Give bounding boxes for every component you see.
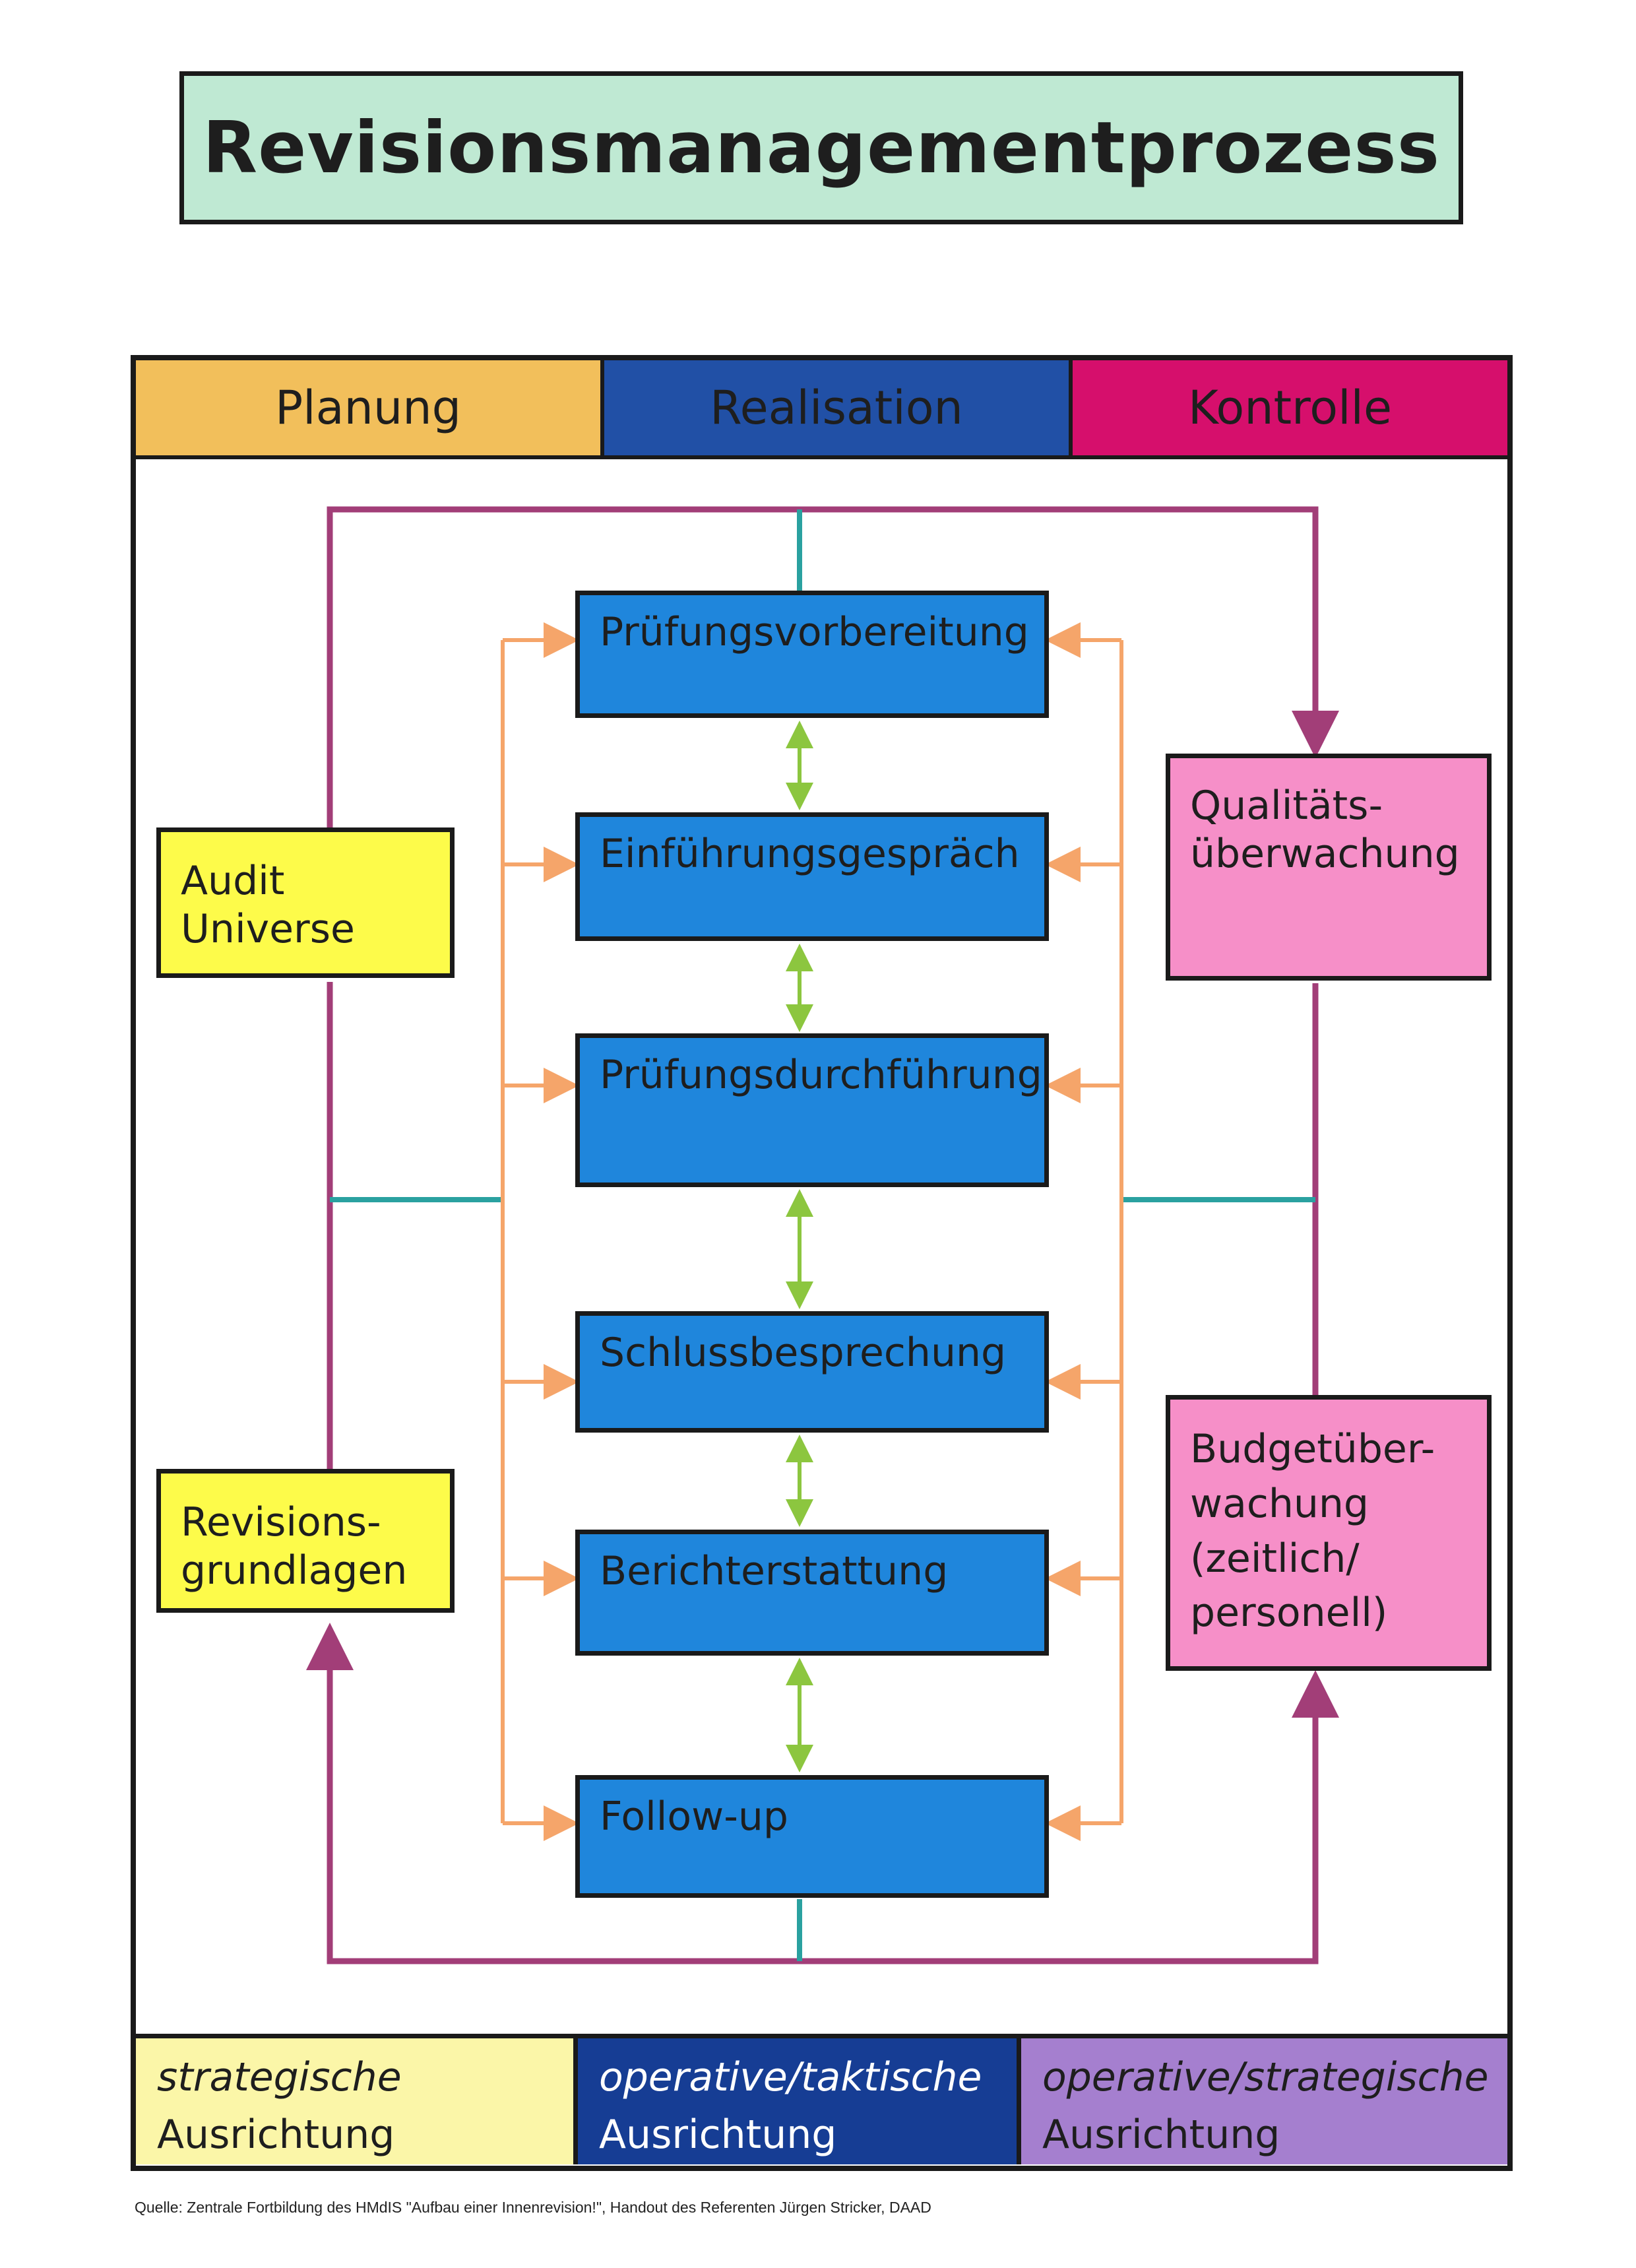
teal-connectors — [330, 509, 1315, 1961]
budgetueberwachung-box: Budgetüber- wachung (zeitlich/ personell… — [1166, 1395, 1492, 1671]
orientation-operative-tactical: operative/taktische Ausrichtung — [578, 2034, 1021, 2164]
step-label: Schlussbesprechung — [600, 1330, 1007, 1376]
step-label: Berichterstattung — [600, 1548, 949, 1594]
step-label: Prüfungsvorbereitung — [600, 609, 1029, 655]
orientation-sublabel: Ausrichtung — [599, 2112, 837, 2158]
step-label: Follow-up — [600, 1794, 788, 1840]
box-line: Budgetüber- — [1190, 1426, 1435, 1472]
box-line: Qualitäts- — [1190, 783, 1383, 829]
source-caption: Quelle: Zentrale Fortbildung des HMdIS "… — [135, 2199, 931, 2216]
orientation-strategic: strategische Ausrichtung — [136, 2034, 578, 2164]
outer-loop — [306, 506, 1339, 1964]
orientation-operative-strategic: operative/strategische Ausrichtung — [1021, 2034, 1507, 2164]
step-pruefungsdurchfuehrung: Prüfungsdurchführung — [575, 1033, 1049, 1187]
box-line: überwachung — [1190, 831, 1460, 878]
box-line: grundlagen — [181, 1547, 408, 1594]
step-label: Prüfungsdurchführung — [600, 1052, 1042, 1098]
box-line: Audit — [181, 858, 285, 904]
step-label: Einführungsgespräch — [600, 831, 1020, 877]
page-title: Revisionsmanagementprozess — [179, 71, 1463, 224]
phase-label: Realisation — [710, 381, 963, 435]
step-schlussbesprechung: Schlussbesprechung — [575, 1311, 1049, 1433]
box-line: Universe — [181, 906, 355, 953]
revisionsgrundlagen-box: Revisions- grundlagen — [156, 1469, 455, 1613]
phase-realisation: Realisation — [604, 360, 1073, 459]
orientation-sublabel: Ausrichtung — [157, 2112, 395, 2158]
box-line: personell) — [1190, 1590, 1388, 1636]
box-line: Revisions- — [181, 1499, 381, 1545]
qualitaetsueberwachung-box: Qualitäts- überwachung — [1166, 754, 1492, 981]
orientation-label: strategische — [157, 2054, 402, 2100]
audit-universe-box: Audit Universe — [156, 827, 455, 978]
phase-kontrolle: Kontrolle — [1073, 360, 1507, 459]
box-line: wachung — [1190, 1480, 1369, 1527]
step-berichterstattung: Berichterstattung — [575, 1530, 1049, 1656]
orientation-label: operative/strategische — [1042, 2054, 1489, 2100]
phase-label: Kontrolle — [1187, 381, 1393, 435]
orientation-label: operative/taktische — [599, 2054, 982, 2100]
phase-label: Planung — [274, 381, 462, 435]
orientation-sublabel: Ausrichtung — [1042, 2112, 1280, 2158]
orange-arrows — [501, 622, 1123, 1841]
box-line: (zeitlich/ — [1190, 1535, 1360, 1582]
phase-planung: Planung — [136, 360, 604, 459]
step-follow-up: Follow-up — [575, 1775, 1049, 1898]
step-einfuehrungsgespraech: Einführungsgespräch — [575, 812, 1049, 941]
step-pruefungsvorbereitung: Prüfungsvorbereitung — [575, 591, 1049, 718]
